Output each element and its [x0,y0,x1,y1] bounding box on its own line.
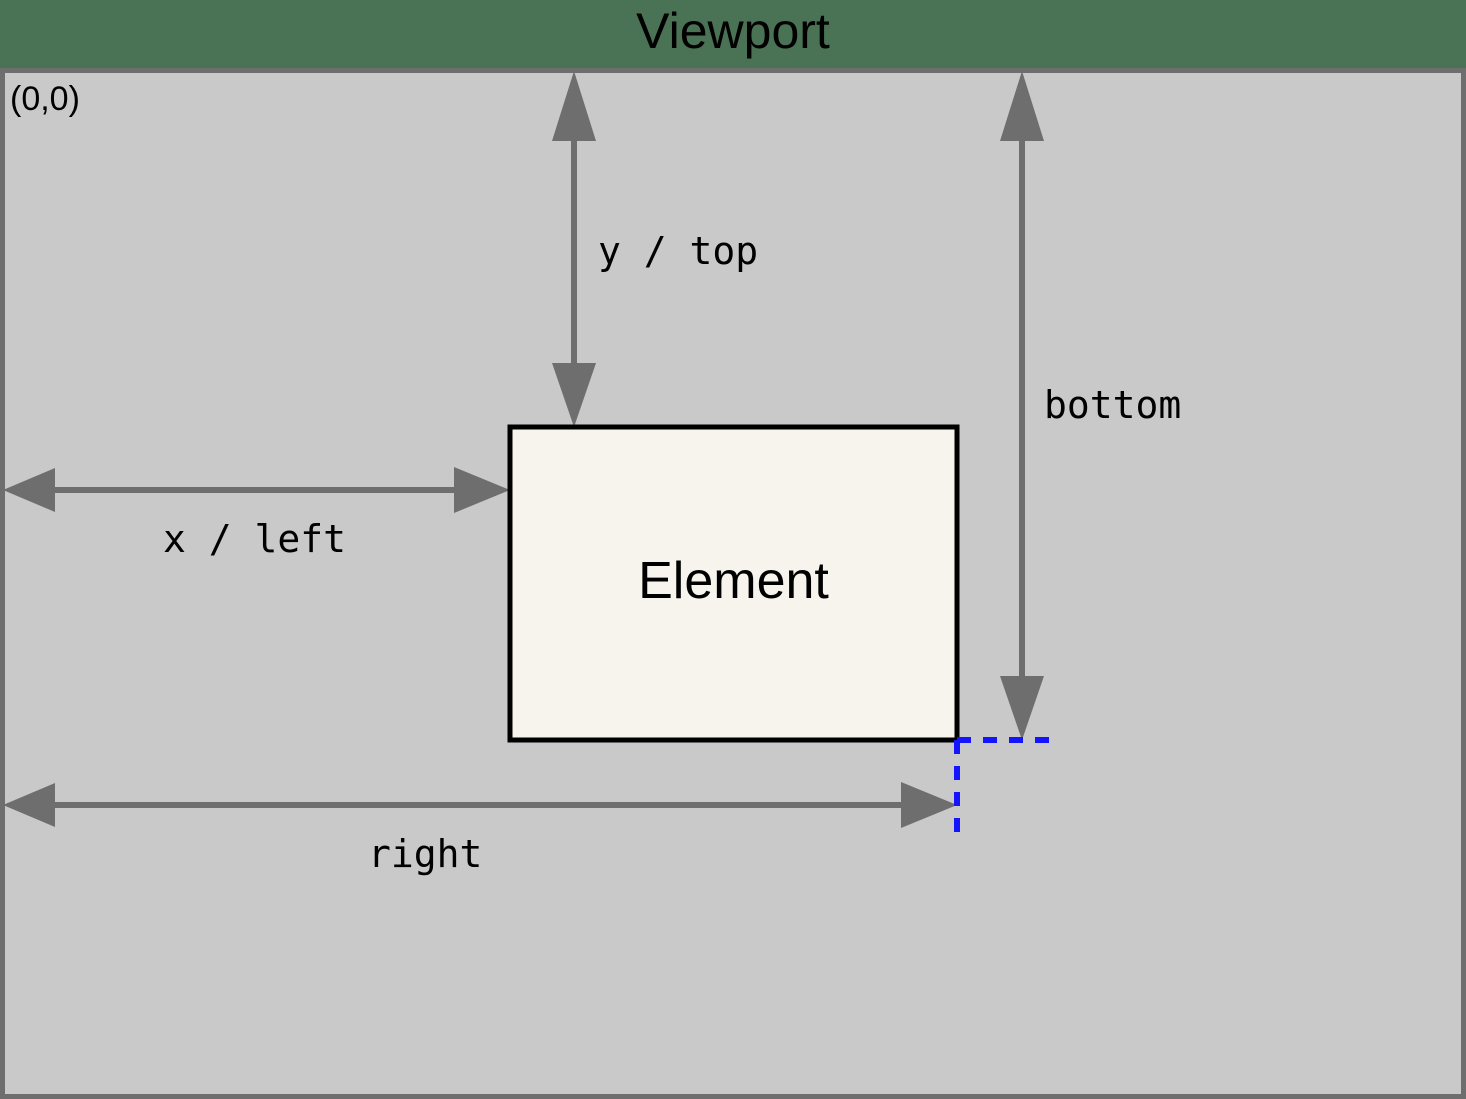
measure-x-left [3,467,510,513]
viewport-title: Viewport [636,3,830,59]
measure-label-bottom: bottom [1044,383,1182,427]
header-band [0,0,1466,68]
measure-y-top-arrowhead-up [552,71,596,141]
measure-label-y-top: y / top [598,229,759,273]
measure-x-left-arrowhead-right [454,467,510,513]
measure-y-top [552,71,596,427]
measure-right-arrowhead-left [3,783,55,827]
measure-right-arrowhead-right [901,782,957,828]
measure-y-top-arrowhead-down [552,363,596,427]
measure-label-right: right [368,832,483,876]
measure-label-x-left: x / left [163,517,347,561]
origin-coordinate-label: (0,0) [10,80,80,118]
measure-bottom-arrowhead-up [1000,71,1044,141]
measure-right [3,782,957,828]
measure-bottom [1000,71,1044,740]
element-box [507,424,960,743]
measure-bottom-arrowhead-down [1000,676,1044,740]
measure-x-left-arrowhead-left [3,468,55,512]
element-label: Element [638,552,829,610]
